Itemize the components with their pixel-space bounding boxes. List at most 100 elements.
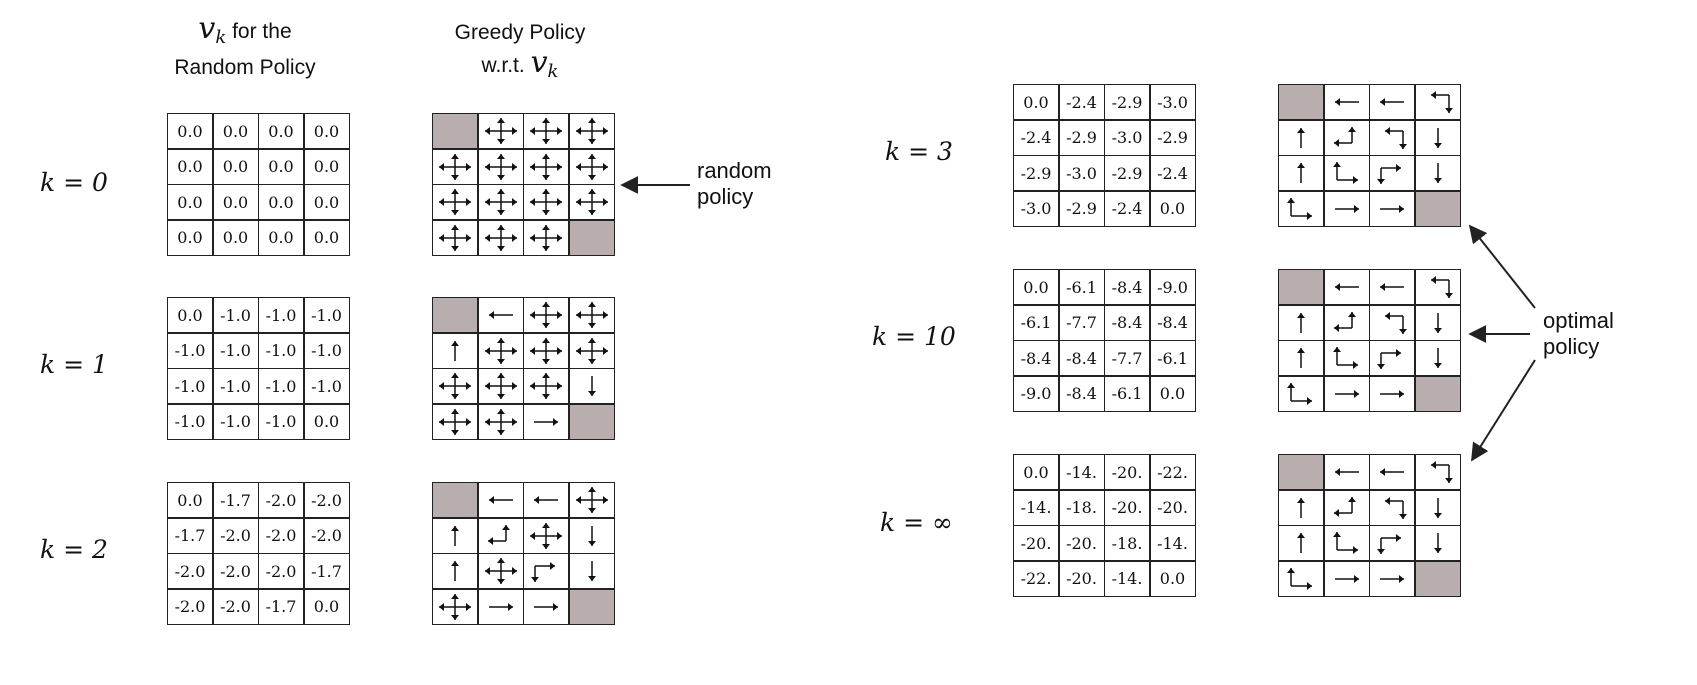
value-cell: -3.0 bbox=[1014, 191, 1058, 226]
terminal-cell bbox=[1415, 376, 1460, 411]
policy-cell-arrow-icon bbox=[569, 483, 614, 517]
value-cell: 0.0 bbox=[168, 220, 212, 255]
value-cell: -2.4 bbox=[1014, 120, 1058, 155]
policy-cell-arrow-icon bbox=[478, 554, 523, 588]
policy-cell-arrow-icon bbox=[1279, 156, 1323, 190]
value-cell: -8.4 bbox=[1059, 341, 1104, 375]
policy-cell-arrow-icon bbox=[1370, 120, 1414, 155]
policy-cell-arrow-icon bbox=[1370, 341, 1414, 375]
policy-cell-arrow-icon bbox=[433, 518, 477, 553]
value-cell: -20. bbox=[1105, 455, 1149, 489]
policy-cell-arrow-icon bbox=[1324, 490, 1369, 525]
policy-cell-arrow-icon bbox=[1370, 455, 1414, 489]
v-subscript: k bbox=[547, 61, 559, 83]
value-cell: 0.0 bbox=[1150, 191, 1195, 226]
value-cell: -9.0 bbox=[1014, 376, 1058, 411]
policy-cell-arrow-icon bbox=[478, 333, 523, 368]
value-cell: -1.0 bbox=[168, 369, 212, 403]
policy-cell-arrow-icon bbox=[1279, 191, 1323, 226]
terminal-cell bbox=[569, 404, 614, 439]
value-cell: -2.0 bbox=[259, 483, 303, 517]
value-cell: -14. bbox=[1059, 455, 1104, 489]
value-cell: -6.1 bbox=[1150, 341, 1195, 375]
value-cell: -9.0 bbox=[1150, 270, 1195, 304]
policy-cell-arrow-icon bbox=[478, 518, 523, 553]
policy-cell-arrow-icon bbox=[478, 483, 523, 517]
terminal-cell bbox=[1279, 270, 1323, 304]
value-cell: -8.4 bbox=[1014, 341, 1058, 375]
policy-cell-arrow-icon bbox=[524, 589, 568, 624]
policy-cell-arrow-icon bbox=[569, 185, 614, 219]
policy-cell-arrow-icon bbox=[524, 298, 568, 332]
policy-cell-arrow-icon bbox=[569, 114, 614, 148]
policy-cell-arrow-icon bbox=[433, 149, 477, 184]
value-cell: 0.0 bbox=[304, 114, 349, 148]
value-cell: 0.0 bbox=[259, 149, 303, 184]
value-cell: 0.0 bbox=[213, 149, 258, 184]
value-cell: -1.0 bbox=[304, 298, 349, 332]
value-header-text2: Random Policy bbox=[174, 56, 316, 80]
value-cell: -20. bbox=[1059, 561, 1104, 596]
policy-cell-arrow-icon bbox=[433, 589, 477, 624]
value-cell: 0.0 bbox=[213, 185, 258, 219]
value-cell: -1.0 bbox=[259, 298, 303, 332]
value-grid-k1: 0.0-1.0-1.0-1.0-1.0-1.0-1.0-1.0-1.0-1.0-… bbox=[167, 297, 350, 440]
policy-header-text: w.r.t. bbox=[481, 54, 531, 77]
policy-cell-arrow-icon bbox=[1324, 341, 1369, 375]
value-cell: 0.0 bbox=[168, 298, 212, 332]
policy-cell-arrow-icon bbox=[1370, 376, 1414, 411]
policy-cell-arrow-icon bbox=[569, 333, 614, 368]
v-subscript: k bbox=[215, 27, 227, 49]
value-cell: 0.0 bbox=[304, 220, 349, 255]
policy-cell-arrow-icon bbox=[1370, 191, 1414, 226]
policy-cell-arrow-icon bbox=[569, 298, 614, 332]
k-label-inf: k = ∞ bbox=[880, 508, 953, 537]
policy-cell-arrow-icon bbox=[1370, 85, 1414, 119]
value-cell: -2.4 bbox=[1105, 191, 1149, 226]
policy-cell-arrow-icon bbox=[1370, 561, 1414, 596]
value-cell: -6.1 bbox=[1105, 376, 1149, 411]
policy-cell-arrow-icon bbox=[1279, 341, 1323, 375]
value-cell: -1.0 bbox=[213, 404, 258, 439]
policy-grid-k1 bbox=[432, 297, 615, 440]
policy-cell-arrow-icon bbox=[1415, 490, 1460, 525]
policy-cell-arrow-icon bbox=[524, 404, 568, 439]
value-header-text1: for the bbox=[226, 20, 292, 43]
policy-cell-arrow-icon bbox=[1324, 305, 1369, 340]
value-cell: -1.0 bbox=[213, 333, 258, 368]
value-cell: 0.0 bbox=[259, 220, 303, 255]
value-cell: -22. bbox=[1014, 561, 1058, 596]
policy-cell-arrow-icon bbox=[433, 369, 477, 403]
policy-grid-kinf bbox=[1278, 454, 1461, 597]
value-cell: 0.0 bbox=[213, 220, 258, 255]
terminal-cell bbox=[1415, 561, 1460, 596]
k-label-1: k = 1 bbox=[40, 350, 108, 379]
policy-cell-arrow-icon bbox=[478, 404, 523, 439]
value-cell: -20. bbox=[1150, 490, 1195, 525]
value-cell: -8.4 bbox=[1105, 270, 1149, 304]
policy-cell-arrow-icon bbox=[1324, 526, 1369, 560]
value-cell: 0.0 bbox=[168, 149, 212, 184]
value-cell: -1.0 bbox=[168, 333, 212, 368]
value-cell: -1.0 bbox=[304, 369, 349, 403]
value-cell: -1.0 bbox=[213, 298, 258, 332]
policy-cell-arrow-icon bbox=[1370, 490, 1414, 525]
terminal-cell bbox=[433, 298, 477, 332]
policy-cell-arrow-icon bbox=[1324, 191, 1369, 226]
value-cell: -1.7 bbox=[259, 589, 303, 624]
terminal-cell bbox=[569, 220, 614, 255]
value-cell: -2.0 bbox=[304, 518, 349, 553]
value-cell: 0.0 bbox=[259, 185, 303, 219]
policy-cell-arrow-icon bbox=[478, 149, 523, 184]
policy-cell-arrow-icon bbox=[524, 333, 568, 368]
policy-cell-arrow-icon bbox=[1415, 526, 1460, 560]
policy-cell-arrow-icon bbox=[1324, 85, 1369, 119]
value-cell: -14. bbox=[1014, 490, 1058, 525]
value-cell: -1.0 bbox=[304, 333, 349, 368]
value-cell: 0.0 bbox=[1150, 376, 1195, 411]
value-cell: -7.7 bbox=[1059, 305, 1104, 340]
value-grid-k2: 0.0-1.7-2.0-2.0-1.7-2.0-2.0-2.0-2.0-2.0-… bbox=[167, 482, 350, 625]
v-symbol: v bbox=[530, 45, 548, 80]
policy-cell-arrow-icon bbox=[1279, 526, 1323, 560]
